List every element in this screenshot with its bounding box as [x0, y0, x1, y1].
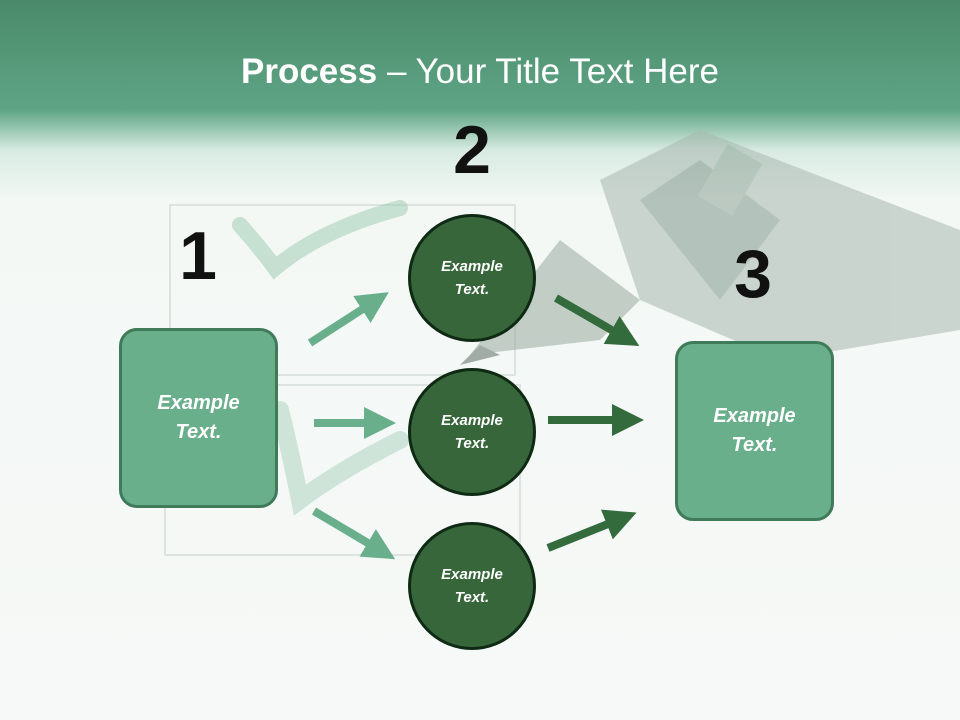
checkmark-icon: [232, 200, 409, 516]
right-process-box[interactable]: Example Text.: [675, 341, 834, 521]
step-number-1: 1: [179, 218, 217, 294]
left-box-line2: Text.: [175, 421, 222, 443]
right-box-line1: Example: [713, 405, 796, 427]
process-circle-3[interactable]: Example Text.: [408, 522, 536, 650]
process-circle-1[interactable]: Example Text.: [408, 214, 536, 342]
process-circle-2[interactable]: Example Text.: [408, 368, 536, 496]
circle-1-line2: Text.: [454, 281, 490, 298]
circle-3-line1: Example: [441, 566, 503, 583]
arrow-icon: [307, 292, 389, 347]
circle-3-line2: Text.: [454, 589, 490, 606]
arrow-icon: [546, 509, 637, 552]
arrow-icon: [311, 507, 396, 560]
right-box-line2: Text.: [731, 434, 778, 456]
arrow-icon: [554, 294, 640, 346]
left-box-line1: Example: [157, 392, 240, 414]
title-rest: – Your Title Text Here: [377, 52, 719, 91]
circle-2-line1: Example: [441, 412, 503, 429]
left-process-box[interactable]: Example Text.: [119, 328, 278, 508]
circle-1-line1: Example: [441, 258, 503, 275]
circle-2-line2: Text.: [454, 435, 490, 452]
title-bold: Process: [241, 52, 378, 91]
step-number-3: 3: [734, 236, 772, 312]
step-number-2: 2: [453, 112, 491, 188]
slide-title: Process – Your Title Text Here: [0, 52, 960, 92]
